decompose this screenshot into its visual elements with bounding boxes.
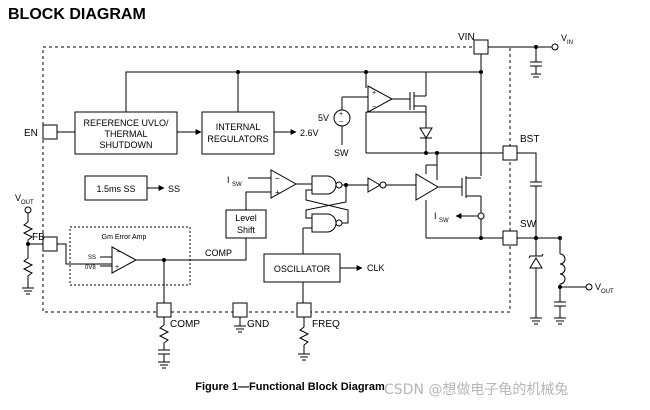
bootstrap-regulator: + − 5V SW + −: [318, 72, 433, 158]
gm-amp-minus: −: [116, 249, 120, 256]
svg-text:SW: SW: [520, 219, 537, 230]
svg-text:SW: SW: [334, 148, 349, 158]
svg-text:COMP: COMP: [205, 248, 232, 258]
svg-text:FB: FB: [32, 232, 45, 243]
wire-top-bus: [125, 71, 481, 112]
block-soft-start: 1.5ms SS: [84, 175, 148, 201]
figure-caption: Figure 1—Functional Block Diagram: [195, 381, 385, 393]
svg-text:5V: 5V: [318, 113, 329, 123]
svg-text:EN: EN: [24, 128, 38, 139]
svg-text:OUT: OUT: [601, 289, 614, 295]
svg-text:+: +: [372, 90, 376, 97]
svg-text:2.6V: 2.6V: [300, 128, 319, 138]
gate-driver: [367, 173, 462, 201]
svg-text:I: I: [434, 211, 437, 221]
svg-text:IN: IN: [567, 40, 573, 46]
pin-sw: SW: [502, 219, 537, 246]
svg-text:SS: SS: [88, 255, 96, 261]
diagram-heading: BLOCK DIAGRAM: [8, 6, 146, 23]
svg-text:THERMAL: THERMAL: [104, 129, 147, 139]
svg-text:FREQ: FREQ: [312, 319, 340, 330]
svg-text:Level: Level: [235, 213, 257, 223]
svg-text:BST: BST: [520, 134, 539, 145]
block-oscillator: OSCILLATOR: [263, 253, 341, 283]
svg-text:V: V: [561, 33, 567, 43]
svg-text:0V8: 0V8: [85, 265, 96, 271]
output-stage: V OUT: [517, 236, 614, 325]
svg-text:V: V: [595, 282, 601, 292]
block-reference-uvlo: REFERENCE UVLO/ THERMAL SHUTDOWN: [74, 111, 178, 155]
svg-text:−: −: [372, 104, 376, 111]
pin-fb: FB: [32, 232, 58, 252]
freq-resistor: [298, 317, 310, 361]
svg-text:GND: GND: [247, 319, 269, 330]
svg-text:+: +: [275, 188, 280, 197]
svg-text:OUT: OUT: [21, 200, 34, 206]
svg-text:SW: SW: [232, 182, 242, 188]
svg-text:Shift: Shift: [237, 225, 256, 235]
svg-text:−: −: [339, 119, 343, 126]
current-sense: I SW: [434, 211, 485, 224]
svg-text:1.5ms SS: 1.5ms SS: [96, 184, 135, 194]
current-comparator: − + I SW: [227, 169, 298, 210]
svg-text:SS: SS: [168, 184, 180, 194]
pin-en: EN: [24, 124, 58, 140]
svg-text:V: V: [15, 193, 21, 203]
pin-freq: FREQ: [296, 302, 340, 330]
svg-text:INTERNAL: INTERNAL: [216, 122, 261, 132]
feedback-divider: V OUT: [15, 193, 43, 295]
pin-bst: BST: [502, 134, 539, 161]
svg-text:−: −: [275, 174, 280, 183]
svg-text:CLK: CLK: [367, 263, 385, 273]
svg-text:COMP: COMP: [170, 319, 200, 330]
block-gm-error-amp: Gm Error Amp − + SS 0V8: [69, 226, 191, 286]
svg-text:SW: SW: [439, 218, 449, 224]
svg-text:I: I: [227, 175, 230, 185]
svg-text:VIN: VIN: [458, 32, 475, 43]
rs-latch: [302, 175, 368, 254]
gm-amp-plus: +: [115, 264, 119, 271]
block-internal-regulators: INTERNAL REGULATORS: [201, 111, 275, 155]
pin-vin: VIN: [458, 32, 489, 55]
watermark: CSDN @想做电子龟的机械兔: [384, 382, 569, 398]
svg-text:OSCILLATOR: OSCILLATOR: [274, 264, 331, 274]
svg-text:+: +: [339, 111, 343, 118]
block-level-shift: Level Shift: [225, 209, 267, 239]
svg-text:Gm Error Amp: Gm Error Amp: [102, 234, 147, 241]
comp-network: [158, 317, 170, 369]
svg-text:SHUTDOWN: SHUTDOWN: [100, 140, 153, 150]
svg-text:REFERENCE UVLO/: REFERENCE UVLO/: [83, 118, 169, 128]
svg-text:REGULATORS: REGULATORS: [207, 134, 268, 144]
high-side-switch: [461, 176, 482, 238]
